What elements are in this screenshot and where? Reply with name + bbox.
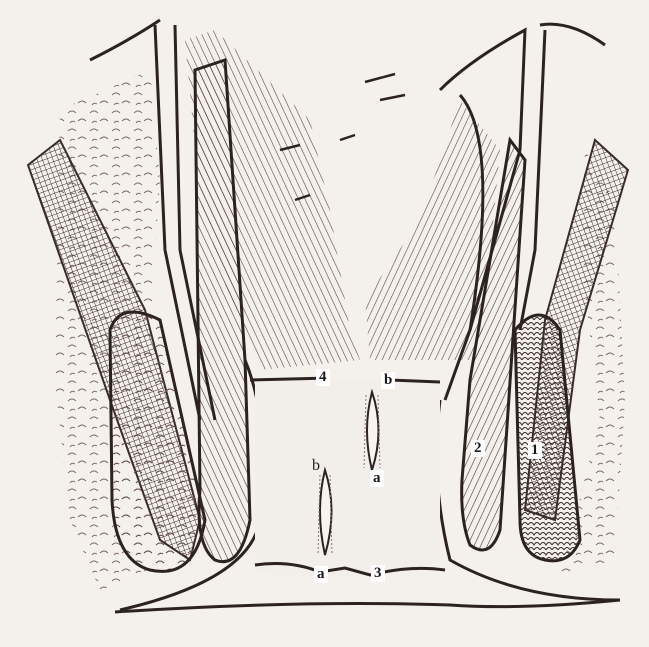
label-point-3: 3: [371, 565, 385, 582]
label-point-4: 4: [316, 369, 330, 386]
label-incision-a: a: [314, 566, 328, 583]
label-muscle-2: 2: [471, 440, 485, 457]
label-incision-a-prime: a: [370, 470, 384, 487]
label-incision-b: b: [312, 458, 320, 474]
label-muscle-1: 1: [528, 442, 542, 459]
base-line: [115, 600, 620, 612]
anal-canal-skin: [250, 378, 445, 577]
label-incision-b-prime: b: [381, 372, 395, 389]
left-pocket: [110, 312, 205, 571]
